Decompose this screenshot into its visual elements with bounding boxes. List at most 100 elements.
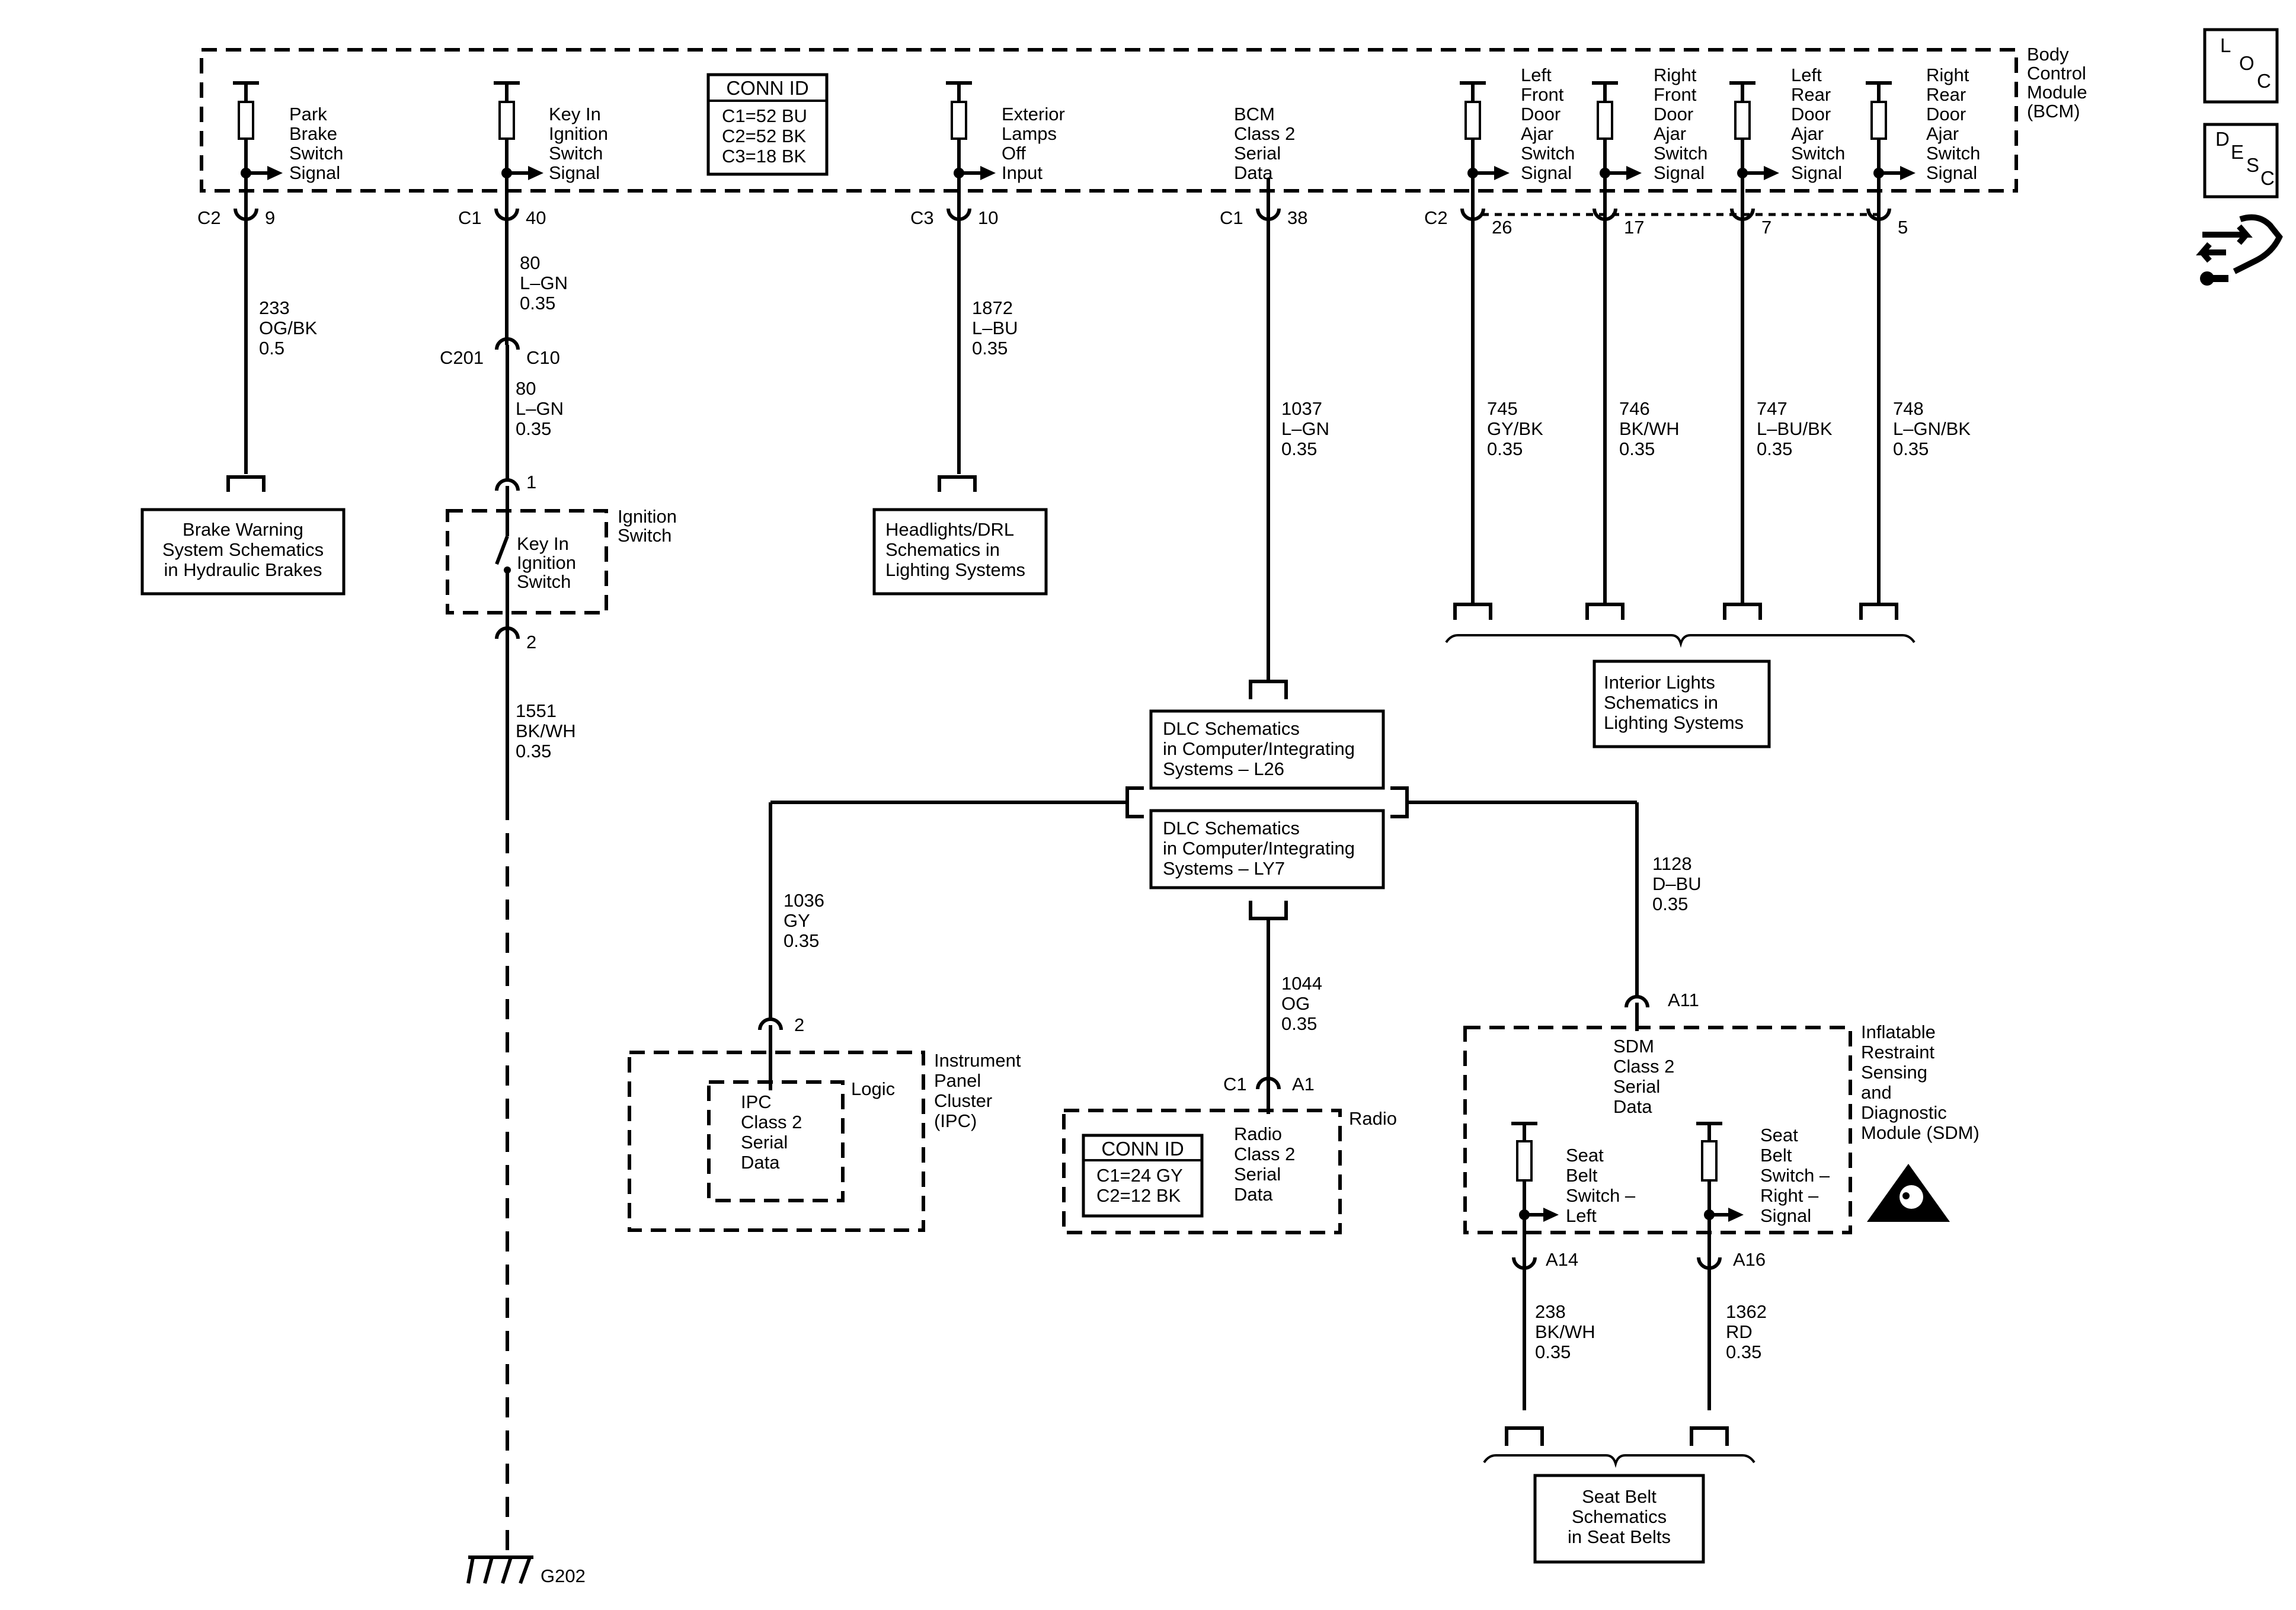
- signal-label-line: Signal: [549, 162, 600, 183]
- svg-text:238: 238: [1535, 1301, 1566, 1322]
- svg-text:(IPC): (IPC): [934, 1110, 977, 1131]
- svg-text:Restraint: Restraint: [1861, 1042, 1934, 1062]
- ipc-logic-label: Logic: [851, 1078, 895, 1099]
- svg-text:Signal: Signal: [1760, 1205, 1811, 1226]
- svg-text:0.35: 0.35: [516, 741, 551, 761]
- dlc-ly7-ref: DLC Schematics in Computer/Integrating S…: [1149, 809, 1385, 920]
- signal-label-line: Switch: [549, 143, 603, 164]
- svg-text:Right –: Right –: [1760, 1185, 1819, 1206]
- conn-id-header: CONN ID: [726, 77, 808, 99]
- svg-text:OG: OG: [1281, 993, 1310, 1014]
- svg-text:BK/WH: BK/WH: [1535, 1321, 1595, 1342]
- airbag-warning-icon: [1867, 1164, 1950, 1222]
- signal-label-line: Front: [1654, 84, 1697, 105]
- wire-label-line: L–BU: [972, 318, 1018, 338]
- svg-text:RD: RD: [1726, 1321, 1753, 1342]
- signal-label-line: Left: [1521, 65, 1552, 85]
- wire-label-line: L–GN: [520, 273, 568, 293]
- svg-text:O: O: [2239, 52, 2255, 74]
- svg-text:Lighting Systems: Lighting Systems: [1604, 712, 1744, 733]
- bcm-module-outline: [200, 48, 2018, 193]
- signal-label-line: Key In: [549, 104, 601, 124]
- pullup-resistor-symbol: [1460, 81, 1510, 196]
- svg-text:Serial: Serial: [741, 1132, 788, 1153]
- bcm-pin-number: 17: [1624, 217, 1644, 238]
- svg-text:Data: Data: [741, 1152, 780, 1173]
- svg-text:0.35: 0.35: [1535, 1342, 1571, 1362]
- signal-label-line: Door: [1521, 104, 1560, 124]
- wire-label-line: L–BU/BK: [1757, 418, 1833, 439]
- signal-label-line: Class 2: [1234, 123, 1295, 144]
- signal-label-line: Park: [289, 104, 327, 124]
- wire-label-line: 747: [1757, 398, 1787, 419]
- svg-text:Schematics in: Schematics in: [885, 539, 1000, 560]
- svg-text:Data: Data: [1613, 1096, 1652, 1117]
- svg-text:SDM: SDM: [1613, 1036, 1654, 1057]
- svg-text:Module (SDM): Module (SDM): [1861, 1122, 1980, 1143]
- conn-id-line: C3=18 BK: [722, 146, 807, 167]
- bcm-pin-number: 5: [1898, 217, 1908, 238]
- svg-text:Key In: Key In: [517, 533, 569, 554]
- signal-label-line: Off: [1002, 143, 1026, 164]
- svg-text:D–BU: D–BU: [1652, 873, 1702, 894]
- svg-text:E: E: [2231, 141, 2244, 163]
- ipc-pin: 2: [794, 1014, 804, 1035]
- signal-label-line: Signal: [1791, 162, 1842, 183]
- svg-text:Switch: Switch: [517, 571, 571, 592]
- bcm-conn-id-box: CONN ID C1=52 BU C2=52 BK C3=18 BK: [706, 73, 829, 176]
- signal-label-line: Signal: [289, 162, 340, 183]
- c201-label: C201: [440, 347, 484, 368]
- svg-text:Instrument: Instrument: [934, 1050, 1021, 1071]
- pullup-resistor-symbol: [233, 81, 283, 196]
- sdm-pin-left: A14: [1546, 1249, 1578, 1270]
- svg-text:Schematics in: Schematics in: [1604, 692, 1718, 713]
- signal-label-line: Ajar: [1791, 123, 1824, 144]
- c201-pin: C10: [526, 347, 560, 368]
- wrench-hand-icon[interactable]: [2196, 214, 2283, 286]
- dlc-l26-ref: DLC Schematics in Computer/Integrating S…: [1149, 680, 1385, 790]
- signal-label-line: BCM: [1234, 104, 1275, 124]
- svg-text:0.35: 0.35: [1652, 894, 1688, 914]
- bcm-pin-number: 38: [1287, 207, 1307, 228]
- pullup-resistor-symbol: [1866, 81, 1916, 196]
- svg-text:in Computer/Integrating: in Computer/Integrating: [1163, 738, 1355, 759]
- ground-symbol: [466, 1555, 533, 1585]
- bcm-connector-label: C1: [458, 207, 482, 228]
- svg-text:C: C: [2260, 167, 2275, 189]
- svg-text:Left: Left: [1566, 1205, 1597, 1226]
- wire-label-line: L–GN/BK: [1893, 418, 1971, 439]
- sdm-outline: [1463, 1026, 1852, 1234]
- loc-icon[interactable]: L O C: [2203, 28, 2279, 104]
- svg-text:1044: 1044: [1281, 973, 1322, 994]
- signal-label-line: Right: [1654, 65, 1697, 85]
- svg-text:in Computer/Integrating: in Computer/Integrating: [1163, 838, 1355, 859]
- svg-text:IPC: IPC: [741, 1092, 772, 1112]
- desc-icon[interactable]: D E S C: [2203, 123, 2279, 199]
- signal-label-line: Exterior: [1002, 104, 1065, 124]
- wire-label-line: 0.35: [1619, 438, 1655, 459]
- wire-label-line: BK/WH: [1619, 418, 1680, 439]
- ground-label: G202: [541, 1566, 586, 1586]
- svg-text:System Schematics: System Schematics: [162, 539, 324, 560]
- svg-text:(BCM): (BCM): [2027, 101, 2080, 121]
- svg-text:and: and: [1861, 1082, 1892, 1103]
- conn-id-line: C1=52 BU: [722, 105, 807, 126]
- signal-label-line: Left: [1791, 65, 1822, 85]
- svg-text:Serial: Serial: [1234, 1164, 1281, 1185]
- svg-text:Switch –: Switch –: [1566, 1185, 1636, 1206]
- svg-text:0.35: 0.35: [784, 930, 819, 951]
- svg-text:Radio: Radio: [1234, 1124, 1282, 1144]
- signal-label-line: Ajar: [1654, 123, 1686, 144]
- bcm-pin-number: 9: [265, 207, 275, 228]
- wire-label-line: 80: [520, 252, 540, 273]
- bcm-connector-label: C1: [1220, 207, 1243, 228]
- svg-text:Ignition: Ignition: [517, 552, 576, 573]
- svg-text:Panel: Panel: [934, 1070, 981, 1091]
- ipc-logic-box: [707, 1080, 845, 1202]
- wire-label-line: 0.35: [972, 338, 1008, 359]
